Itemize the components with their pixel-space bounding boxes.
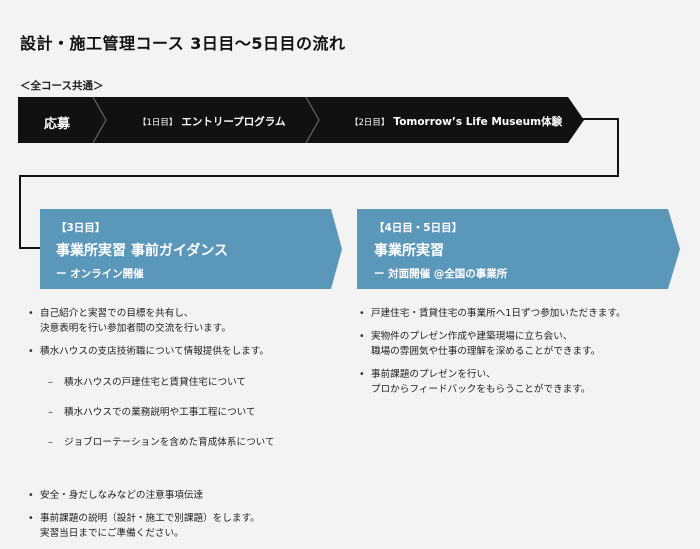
bar-chevron-divider-1 bbox=[92, 96, 107, 144]
flow-diagram bbox=[18, 96, 680, 289]
day1-label: 【1日目】 bbox=[138, 118, 178, 128]
list-item: 戸建住宅・賃貸住宅の事業所へ1日ずつ参加いただきます。 bbox=[359, 306, 679, 321]
list-item: 積水ハウスの支店技術職について情報提供をします。 積水ハウスの戸建住宅と賃貸住宅… bbox=[28, 344, 338, 480]
apply-step: 応募 bbox=[44, 117, 71, 132]
sub-list-item: ジョブローテーションを含めた育成体系について bbox=[40, 435, 338, 450]
sub-list-item: 積水ハウスでの業務説明や工事工程について bbox=[40, 405, 338, 420]
day45-subtitle: ー 対面開催 @全国の事業所 bbox=[374, 268, 508, 280]
day45-details-list: 戸建住宅・賃貸住宅の事業所へ1日ずつ参加いただきます。 実物件のプレゼン作成や建… bbox=[359, 306, 679, 405]
day3-label: 【3日目】 bbox=[56, 222, 106, 234]
flow-top-bar bbox=[18, 97, 584, 143]
day3-details-list: 自己紹介と実習での目標を共有し、 決意表明を行い参加者間の交流を行います。 積水… bbox=[28, 306, 338, 549]
day3-box-shape bbox=[40, 209, 342, 289]
sub-list-item: 積水ハウスの戸建住宅と賃貸住宅について bbox=[40, 375, 338, 390]
flow-connector-line bbox=[19, 118, 619, 249]
page-title: 設計・施工管理コース 3日目〜5日目の流れ bbox=[20, 34, 346, 53]
day3-subtitle: ー オンライン開催 bbox=[56, 268, 144, 280]
day1-step: 【1日目】エントリープログラム bbox=[138, 114, 285, 129]
list-item: 事前課題の説明（設計・施工で別課題）をします。 実習当日までにご準備ください。 bbox=[28, 511, 338, 541]
day2-step: 【2日目】Tomorrow’s Life Museum体験 bbox=[350, 114, 562, 129]
day2-name: Tomorrow’s Life Museum体験 bbox=[393, 116, 563, 128]
list-item: 安全・身だしなみなどの注意事項伝達 bbox=[28, 488, 338, 503]
day3-title: 事業所実習 事前ガイダンス bbox=[56, 243, 229, 259]
day45-box-shape bbox=[357, 209, 680, 289]
bar-chevron-divider-2 bbox=[305, 96, 320, 144]
list-item: 実物件のプレゼン作成や建築現場に立ち会い、 職場の雰囲気や仕事の理解を深めること… bbox=[359, 329, 679, 359]
day45-title: 事業所実習 bbox=[374, 243, 444, 259]
common-course-label: ＜全コース共通＞ bbox=[20, 80, 104, 92]
day45-label: 【4日目・5日目】 bbox=[374, 222, 463, 234]
sub-list: 積水ハウスの戸建住宅と賃貸住宅について 積水ハウスでの業務説明や工事工程について… bbox=[40, 360, 338, 465]
day2-label: 【2日目】 bbox=[350, 118, 390, 128]
list-item: 事前課題のプレゼンを行い、 プロからフィードバックをもらうことができます。 bbox=[359, 367, 679, 397]
day1-name: エントリープログラム bbox=[181, 116, 286, 128]
list-item: 自己紹介と実習での目標を共有し、 決意表明を行い参加者間の交流を行います。 bbox=[28, 306, 338, 336]
